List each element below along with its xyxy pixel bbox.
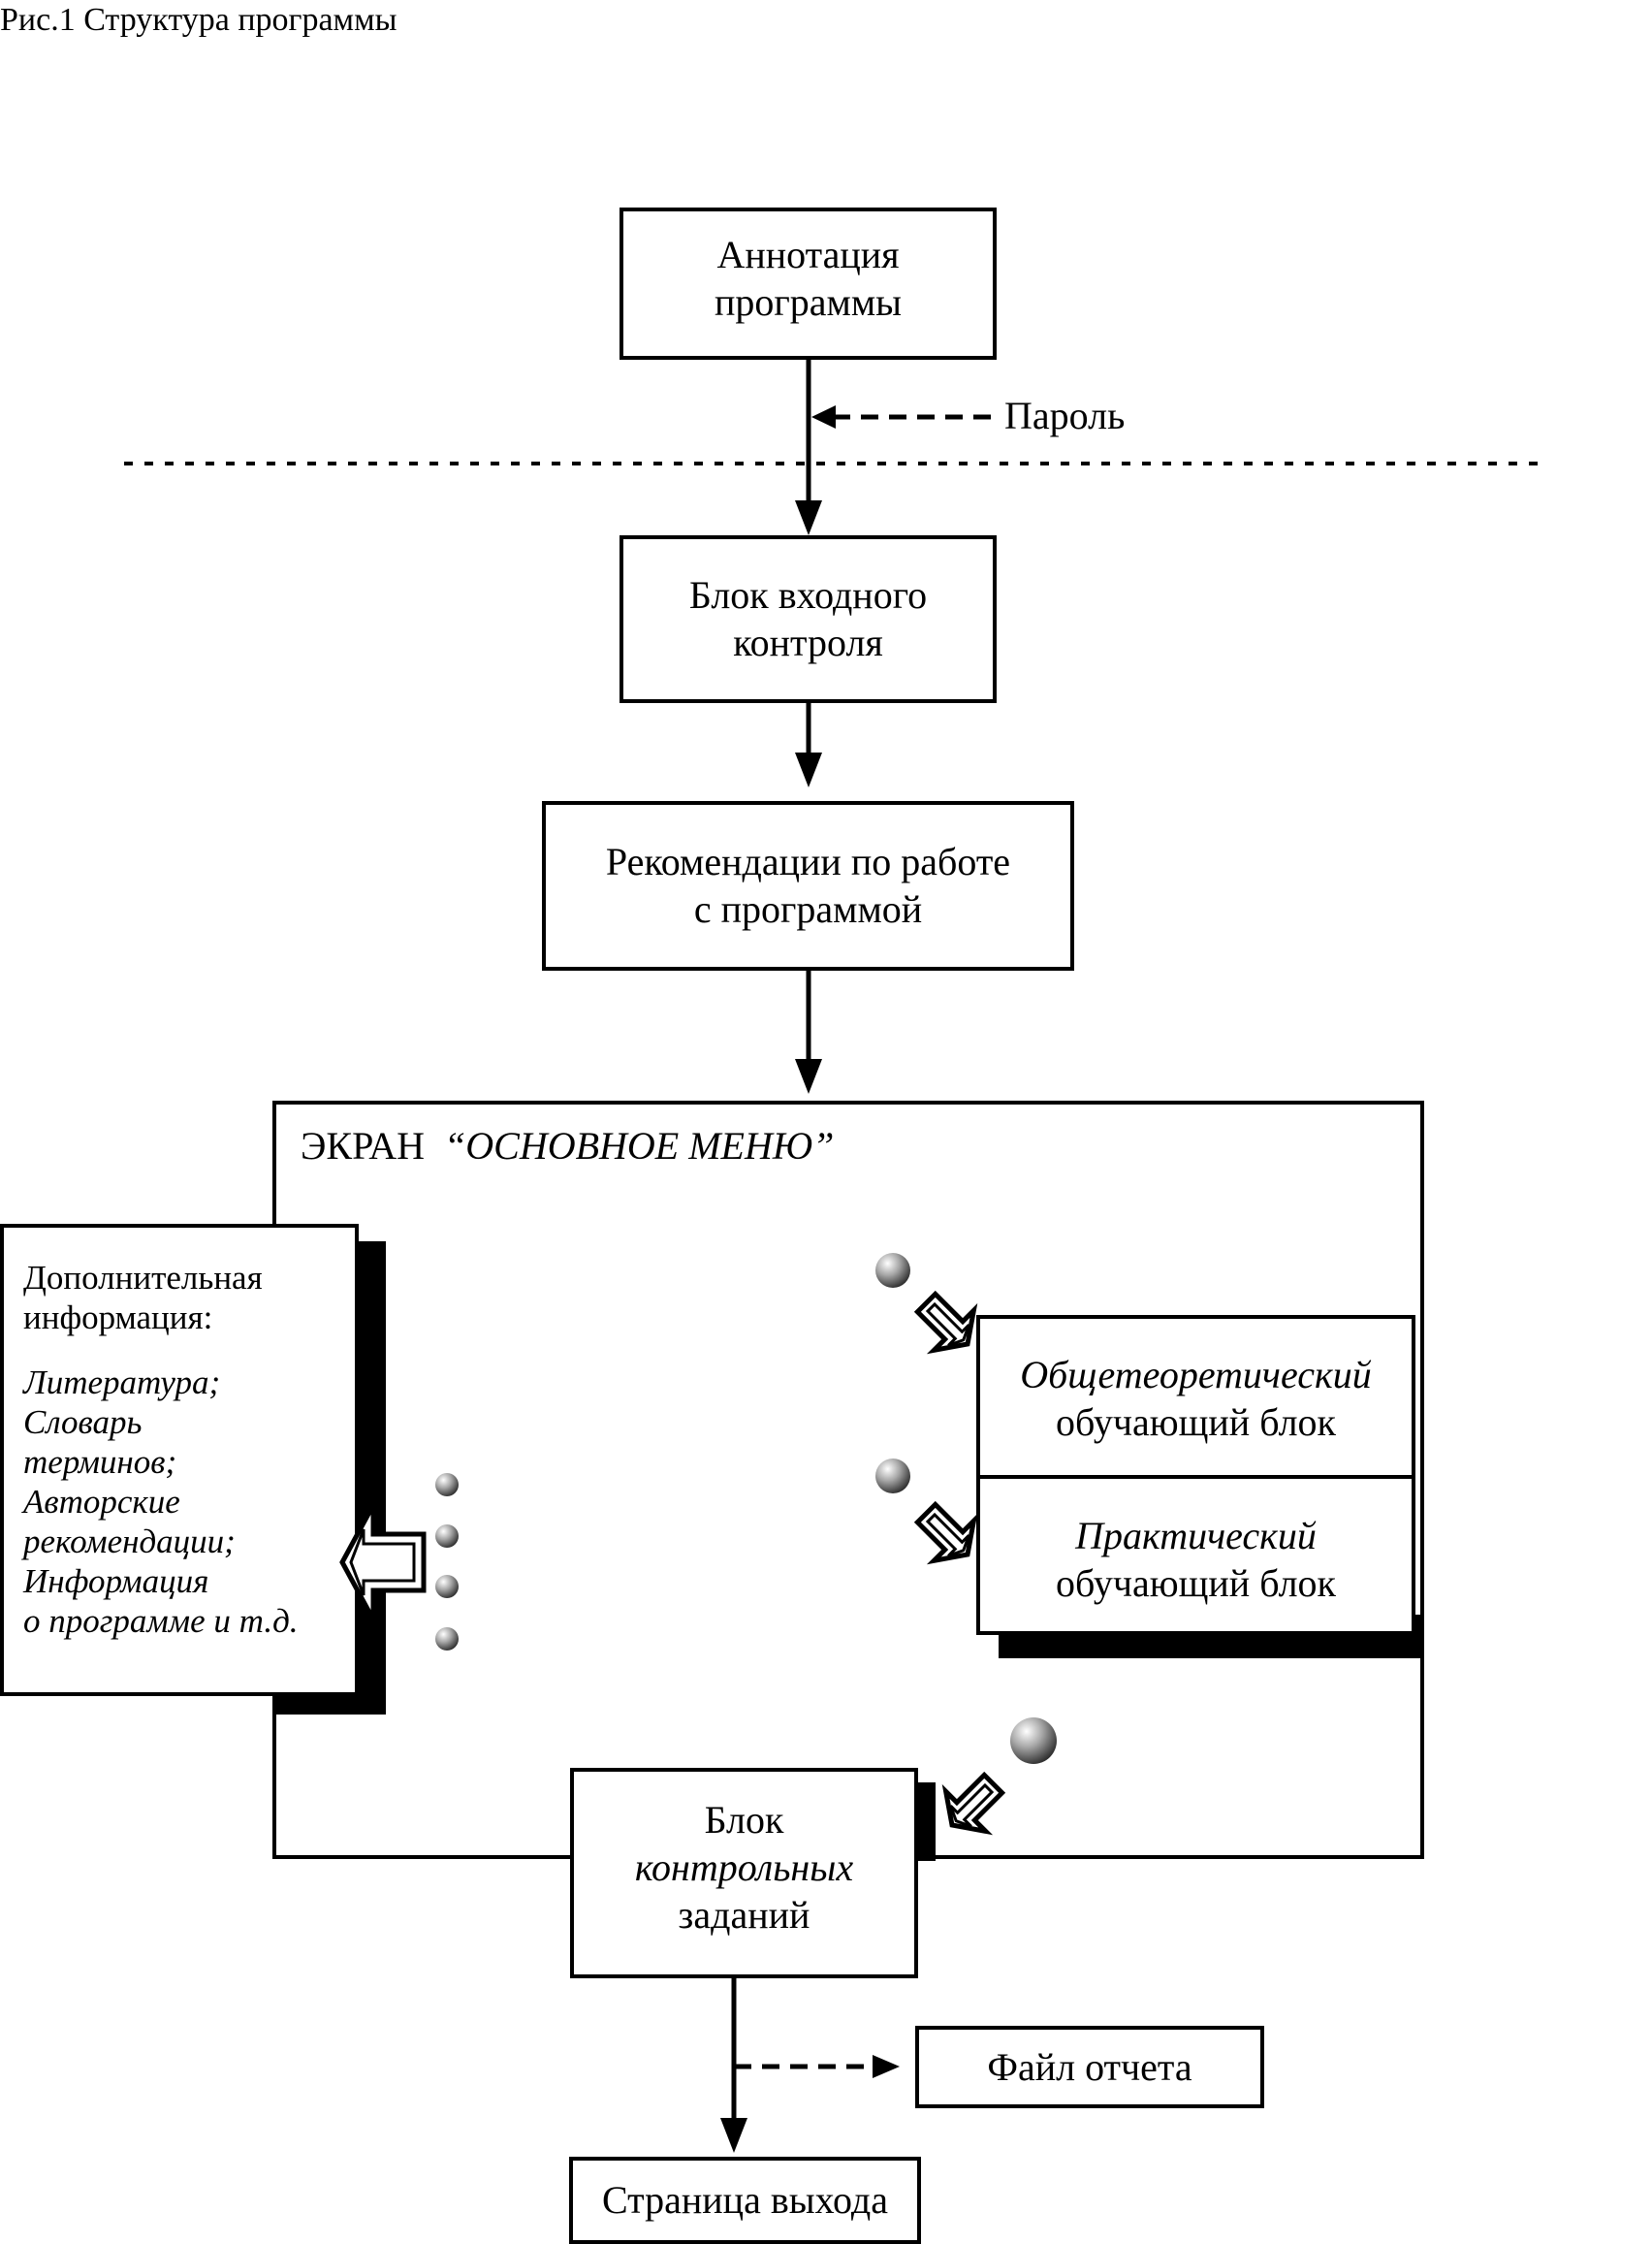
report-file-label: Файл отчета — [987, 2045, 1192, 2089]
report-file-box — [915, 2026, 1264, 2108]
flow-arrow-recommendations-head — [795, 1059, 822, 1094]
tests-block-shadow — [914, 1782, 936, 1861]
bullet-ball — [435, 1473, 459, 1496]
bullet-ball — [435, 1575, 459, 1598]
info-item: Информация — [23, 1562, 209, 1600]
info-item: рекомендации; — [23, 1523, 236, 1560]
exit-page-box — [569, 2157, 921, 2244]
info-item: о программе и т.д. — [23, 1602, 299, 1640]
theory-hollow-arrow — [913, 1290, 978, 1355]
practical-ball — [875, 1459, 910, 1493]
flow-arrow-tests-head — [720, 2118, 747, 2153]
report-arrow-head — [873, 2055, 900, 2078]
tests-block-label: Блок контрольных заданий — [634, 1798, 854, 1937]
annotation-box — [620, 208, 997, 360]
recommendations-box — [542, 801, 1074, 971]
info-hollow-arrow-inner — [349, 1528, 416, 1596]
practical-block-box — [976, 1475, 1415, 1635]
info-item: Авторские — [23, 1483, 180, 1521]
theory-ball — [875, 1253, 910, 1288]
info-item: терминов; — [23, 1443, 177, 1481]
tests-hollow-arrow — [941, 1771, 1006, 1836]
flow-arrow-entry-head — [795, 753, 822, 787]
flow-arrow-annotation-head — [795, 500, 822, 535]
exit-page-label: Страница выхода — [601, 2178, 889, 2222]
theory-block-label: Общетеоретический обучающий блок — [1020, 1353, 1372, 1444]
entry-control-label: Блок входного контроля — [688, 573, 928, 664]
entry-control-box — [620, 535, 997, 703]
bullet-ball — [435, 1627, 459, 1651]
bullet-ball — [435, 1524, 459, 1548]
additional-info-box — [0, 1224, 359, 1696]
practical-hollow-arrow — [913, 1500, 978, 1565]
tests-block-box — [570, 1768, 918, 1978]
annotation-label: Аннотация программы — [714, 233, 903, 324]
info-item: Литература; — [23, 1363, 221, 1401]
password-label: Пароль — [1004, 394, 1126, 437]
additional-info-text: Дополнительная информация: Литература; С… — [23, 1259, 299, 1640]
practical-block-label: Практический обучающий блок — [1056, 1514, 1336, 1605]
recommendations-label: Рекомендации по работе с программой — [605, 840, 1011, 931]
main-menu-title: ЭКРАН “ОСНОВНОЕ МЕНЮ” — [301, 1124, 835, 1168]
info-item: Словарь — [23, 1403, 143, 1441]
figure-caption: Рис.1 Структура программы — [0, 2, 397, 38]
password-arrow-head — [811, 405, 836, 429]
theory-block-box — [976, 1315, 1415, 1479]
tests-ball — [1010, 1717, 1057, 1764]
